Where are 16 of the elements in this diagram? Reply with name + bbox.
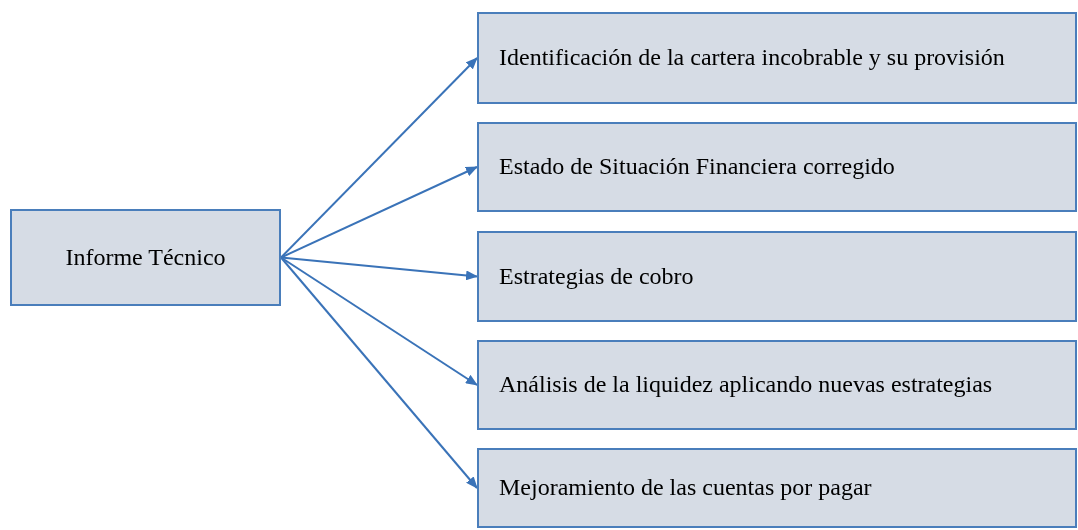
box-label: Estrategias de cobro — [499, 261, 694, 291]
arrow — [280, 256, 478, 386]
box-label: Informe Técnico — [65, 242, 226, 272]
arrow — [280, 57, 478, 259]
process-box — [477, 122, 1077, 212]
arrow — [280, 256, 478, 281]
box-label: Mejoramiento de las cuentas por pagar — [499, 473, 872, 503]
process-box — [10, 209, 281, 306]
arrow — [280, 166, 478, 259]
box-label: Estado de Situación Financiera corregido — [499, 152, 895, 182]
process-box — [477, 340, 1077, 430]
process-box — [477, 448, 1077, 528]
process-box — [477, 12, 1077, 104]
process-box — [477, 231, 1077, 322]
box-label: Identificación de la cartera incobrable y su provisión — [499, 43, 1005, 73]
box-label: Análisis de la liquidez aplicando nuevas estrategias — [499, 370, 993, 400]
